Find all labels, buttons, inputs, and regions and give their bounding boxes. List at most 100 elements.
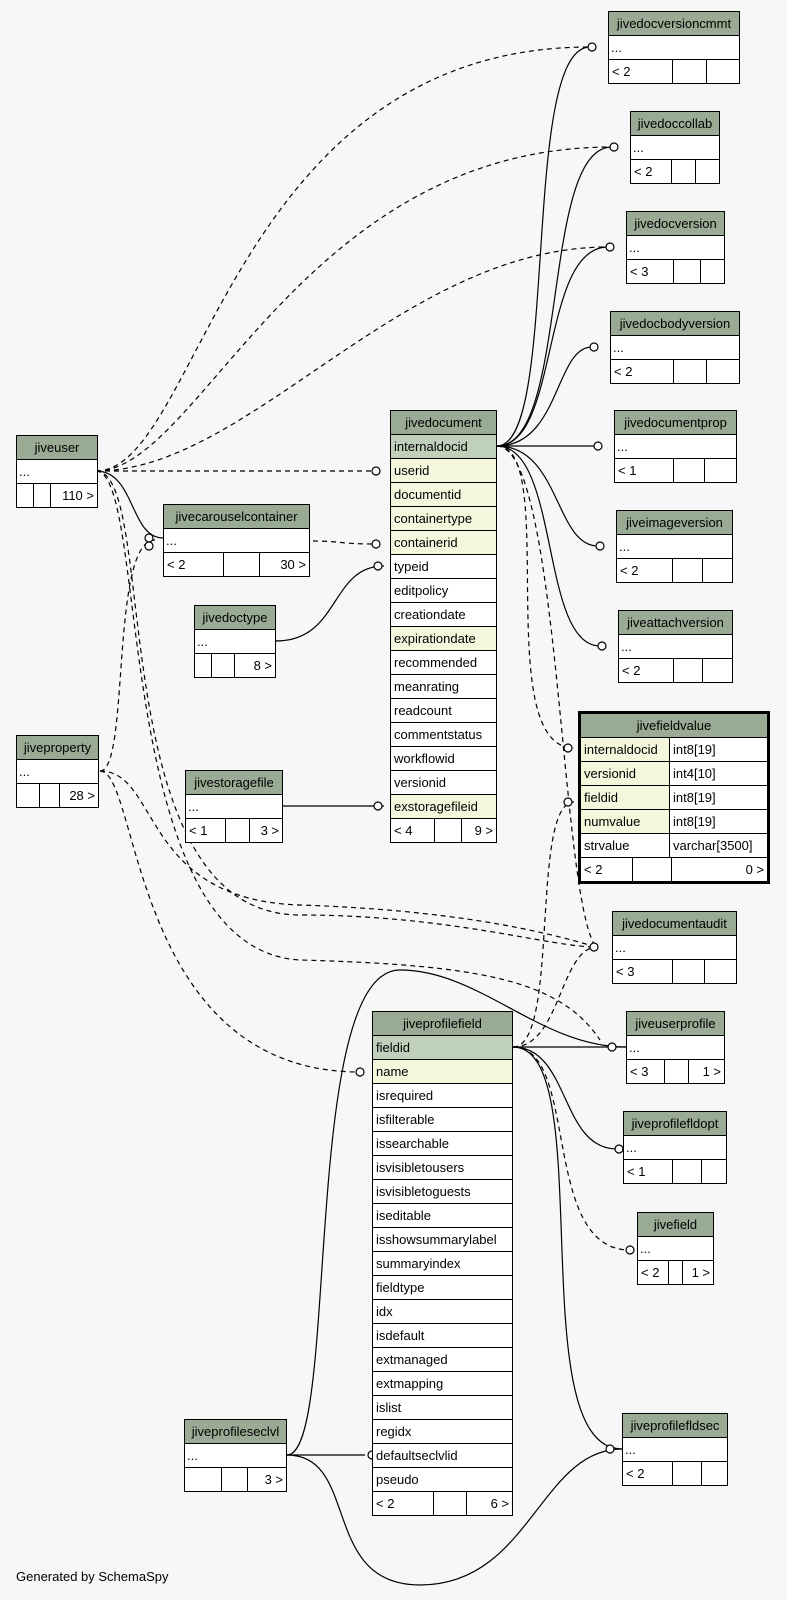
column-type: varchar[3500]	[669, 834, 753, 857]
column-fieldtype: fieldtype	[373, 1276, 512, 1300]
footer-parents: < 2	[373, 1492, 434, 1515]
table-title: jivefield	[638, 1213, 713, 1237]
table-jiveprofilefield[interactable]: jiveprofilefield fieldid name isrequired…	[372, 1011, 513, 1516]
column-type: int8[19]	[669, 786, 716, 809]
table-title: jivefieldvalue	[581, 714, 767, 738]
footer-children: 1 >	[691, 1265, 710, 1280]
table-title: jivecarouselcontainer	[164, 505, 309, 529]
footer-children	[707, 360, 739, 383]
column-meanrating: meanrating	[391, 675, 496, 699]
table-title: jivedocumentprop	[615, 411, 736, 435]
column-containerid: containerid	[391, 531, 496, 555]
table-jiveattachversion[interactable]: jiveattachversion ... < 2	[618, 610, 733, 683]
footer-columns	[673, 960, 705, 983]
table-title: jivedoctype	[195, 606, 275, 630]
table-row: ...	[624, 1136, 726, 1160]
table-jiveprofileseclvl[interactable]: jiveprofileseclvl ... 3 >	[184, 1419, 287, 1492]
table-row: ...	[631, 136, 719, 160]
table-jivedocumentaudit[interactable]: jivedocumentaudit ... < 3	[612, 911, 737, 984]
table-jivedocument[interactable]: jivedocument internaldocid userid docume…	[390, 410, 497, 843]
rel-user-docversion	[95, 246, 609, 472]
table-jivedocbodyversion[interactable]: jivedocbodyversion ... < 2	[610, 311, 740, 384]
rel-field-fldsec	[512, 1046, 623, 1450]
table-jivefield[interactable]: jivefield ... < 2 1 >	[637, 1212, 714, 1285]
rel-doc-docversion	[496, 246, 609, 447]
table-jivedoctype[interactable]: jivedoctype ... 8 >	[194, 605, 276, 678]
table-title: jivedocversion	[627, 212, 724, 236]
column-type: int4[10]	[669, 762, 716, 785]
footer-parents: < 2	[164, 553, 224, 576]
rel-seclvl-userprofile	[286, 969, 627, 1456]
column-internaldocid: internaldocid int8[19]	[581, 738, 767, 762]
table-row: ...	[17, 460, 97, 484]
column-issearchable: issearchable	[373, 1132, 512, 1156]
column-fieldid: fieldid int8[19]	[581, 786, 767, 810]
table-jiveproperty[interactable]: jiveproperty ... 28 >	[16, 735, 99, 808]
footer-children	[705, 960, 736, 983]
table-jivedocversioncmmt[interactable]: jivedocversioncmmt ... < 2	[608, 11, 740, 84]
table-jivedocversion[interactable]: jivedocversion ... < 3	[626, 211, 725, 284]
table-jivedocumentprop[interactable]: jivedocumentprop ... < 1	[614, 410, 737, 483]
footer-columns	[34, 484, 51, 507]
generated-by-footer: Generated by SchemaSpy	[16, 1569, 169, 1584]
table-row: ...	[195, 630, 275, 654]
table-footer: < 2	[631, 160, 719, 183]
table-jivedoccollab[interactable]: jivedoccollab ... < 2	[630, 111, 720, 184]
footer-parents: < 3	[613, 960, 673, 983]
table-jiveprofilefldsec[interactable]: jiveprofilefldsec ... < 2	[622, 1413, 728, 1486]
table-title: jiveprofilefield	[373, 1012, 512, 1036]
footer-columns	[435, 819, 462, 842]
footer-children	[702, 1462, 727, 1485]
footer-columns	[673, 1160, 702, 1183]
rel-field-fldopt	[512, 1046, 618, 1150]
footer-parents: < 2	[609, 60, 673, 83]
table-jiveuserprofile[interactable]: jiveuserprofile ... < 3 1 >	[626, 1011, 725, 1084]
column-islist: islist	[373, 1396, 512, 1420]
column-typeid: typeid	[391, 555, 496, 579]
column-numvalue: numvalue int8[19]	[581, 810, 767, 834]
column-isrequired: isrequired	[373, 1084, 512, 1108]
table-jivecarouselcontainer[interactable]: jivecarouselcontainer ... < 2 30 >	[163, 504, 310, 577]
footer-columns	[633, 858, 672, 881]
footer-parents: < 2	[638, 1261, 669, 1284]
column-versionid: versionid int4[10]	[581, 762, 767, 786]
column-defaultseclvlid: defaultseclvlid	[373, 1444, 512, 1468]
column-editpolicy: editpolicy	[391, 579, 496, 603]
rel-user-userprofile	[95, 470, 601, 1041]
table-footer: 28 >	[17, 784, 98, 807]
table-jiveimageversion[interactable]: jiveimageversion ... < 2	[616, 510, 733, 583]
column-name: internaldocid	[584, 742, 658, 757]
column-isshowsummarylabel: isshowsummarylabel	[373, 1228, 512, 1252]
column-fieldid: fieldid	[373, 1036, 512, 1060]
rel-carousel-containerid	[312, 540, 377, 545]
column-userid: userid	[391, 459, 496, 483]
footer-columns	[672, 160, 696, 183]
table-jivefieldvalue[interactable]: jivefieldvalue internaldocid int8[19] ve…	[578, 711, 770, 884]
table-title: jivedocbodyversion	[611, 312, 739, 336]
footer-columns	[669, 1261, 683, 1284]
footer-parents: < 3	[627, 1060, 665, 1083]
footer-children	[703, 659, 732, 682]
footer-parents: < 1	[624, 1160, 673, 1183]
column-name: fieldid	[584, 790, 618, 805]
table-footer: < 4 9 >	[391, 819, 496, 842]
column-idx: idx	[373, 1300, 512, 1324]
footer-children	[701, 260, 724, 283]
column-workflowid: workflowid	[391, 747, 496, 771]
column-name: numvalue	[584, 814, 641, 829]
footer-parents: < 1	[615, 459, 674, 482]
column-isfilterable: isfilterable	[373, 1108, 512, 1132]
table-footer: 8 >	[195, 654, 275, 677]
footer-columns	[222, 1468, 248, 1491]
footer-columns	[226, 819, 250, 842]
table-title: jiveproperty	[17, 736, 98, 760]
rel-doctype-typeid	[275, 565, 385, 642]
table-title: jivedocument	[391, 411, 496, 435]
table-title: jivedoccollab	[631, 112, 719, 136]
table-jiveprofilefldopt[interactable]: jiveprofilefldopt ... < 1	[623, 1111, 727, 1184]
footer-columns	[434, 1492, 467, 1515]
table-jivestoragefile[interactable]: jivestoragefile ... < 1 3 >	[185, 770, 283, 843]
table-jiveuser[interactable]: jiveuser ... 110 >	[16, 435, 98, 508]
column-readcount: readcount	[391, 699, 496, 723]
rel-doc-audit	[496, 445, 597, 948]
